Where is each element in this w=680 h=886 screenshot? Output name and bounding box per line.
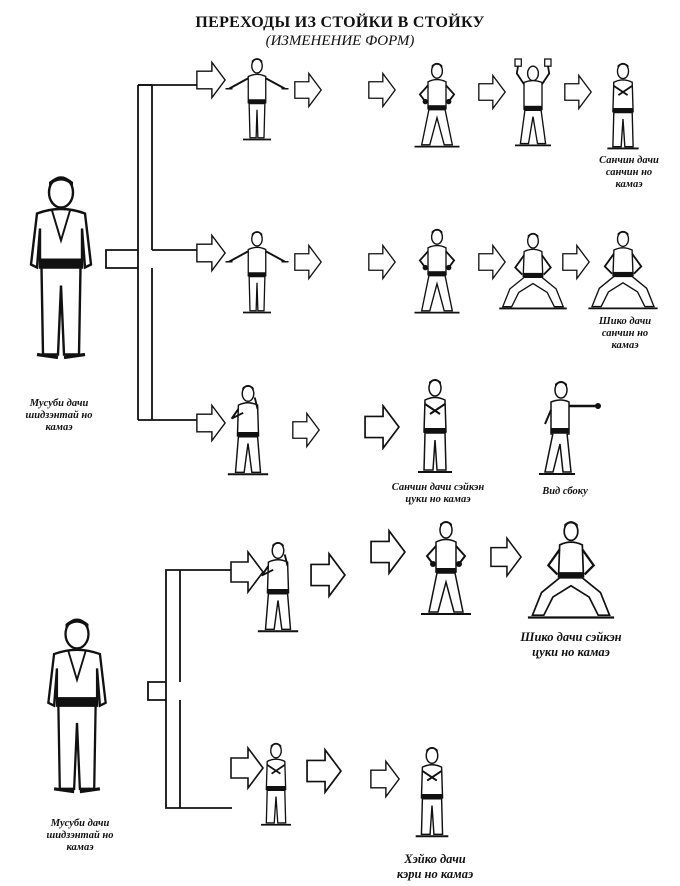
arrow-row1-a (197, 62, 225, 97)
figure-row5-end (416, 747, 449, 836)
figure-row4-end (528, 521, 614, 617)
arrow-row5-a (231, 748, 263, 788)
arrow-row4-c (371, 531, 405, 573)
figure-row1-spread (226, 58, 289, 139)
arrow-row3-a (197, 405, 225, 440)
arrow-row2-b (295, 246, 321, 279)
top-start-figure (31, 177, 91, 358)
arrow-row3-b (293, 414, 319, 447)
bottom-start-figure (48, 619, 105, 792)
figure-row2-shiko-a (499, 233, 567, 309)
figure-row1-guard (415, 63, 460, 147)
figure-row4-hand (258, 542, 298, 631)
arrow-row5-c (371, 761, 399, 796)
arrow-row1-c (369, 74, 395, 107)
figure-row1-raise (515, 59, 551, 145)
figure-row4-guard (421, 521, 471, 614)
figure-row3-hand (228, 385, 268, 474)
arrow-row3-c (365, 406, 399, 448)
arrow-row1-d (479, 76, 505, 109)
figure-row3-mid (418, 379, 452, 472)
arrow-row4-d (491, 538, 521, 576)
top-branch-connector (106, 85, 138, 420)
arrow-row4-a (231, 552, 263, 592)
figure-row2-guard (415, 229, 460, 313)
arrow-row2-a (197, 235, 225, 270)
arrow-row1-b (295, 74, 321, 107)
caption-row3-side: Вид сбоку (520, 486, 610, 498)
arrow-row2-e (563, 246, 589, 279)
figure-row3-side (539, 381, 601, 474)
arrow-row2-c (369, 246, 395, 279)
figure-row2-end (588, 231, 657, 308)
arrow-row4-b (311, 554, 345, 596)
figure-row1-end (607, 63, 638, 149)
figure-row5-stand (261, 743, 291, 825)
bottom-branch-connector (148, 570, 232, 808)
figure-row2-spread (226, 231, 289, 312)
arrow-row1-e (565, 76, 591, 109)
arrow-row5-b (307, 750, 341, 792)
arrow-row2-d (479, 246, 505, 279)
